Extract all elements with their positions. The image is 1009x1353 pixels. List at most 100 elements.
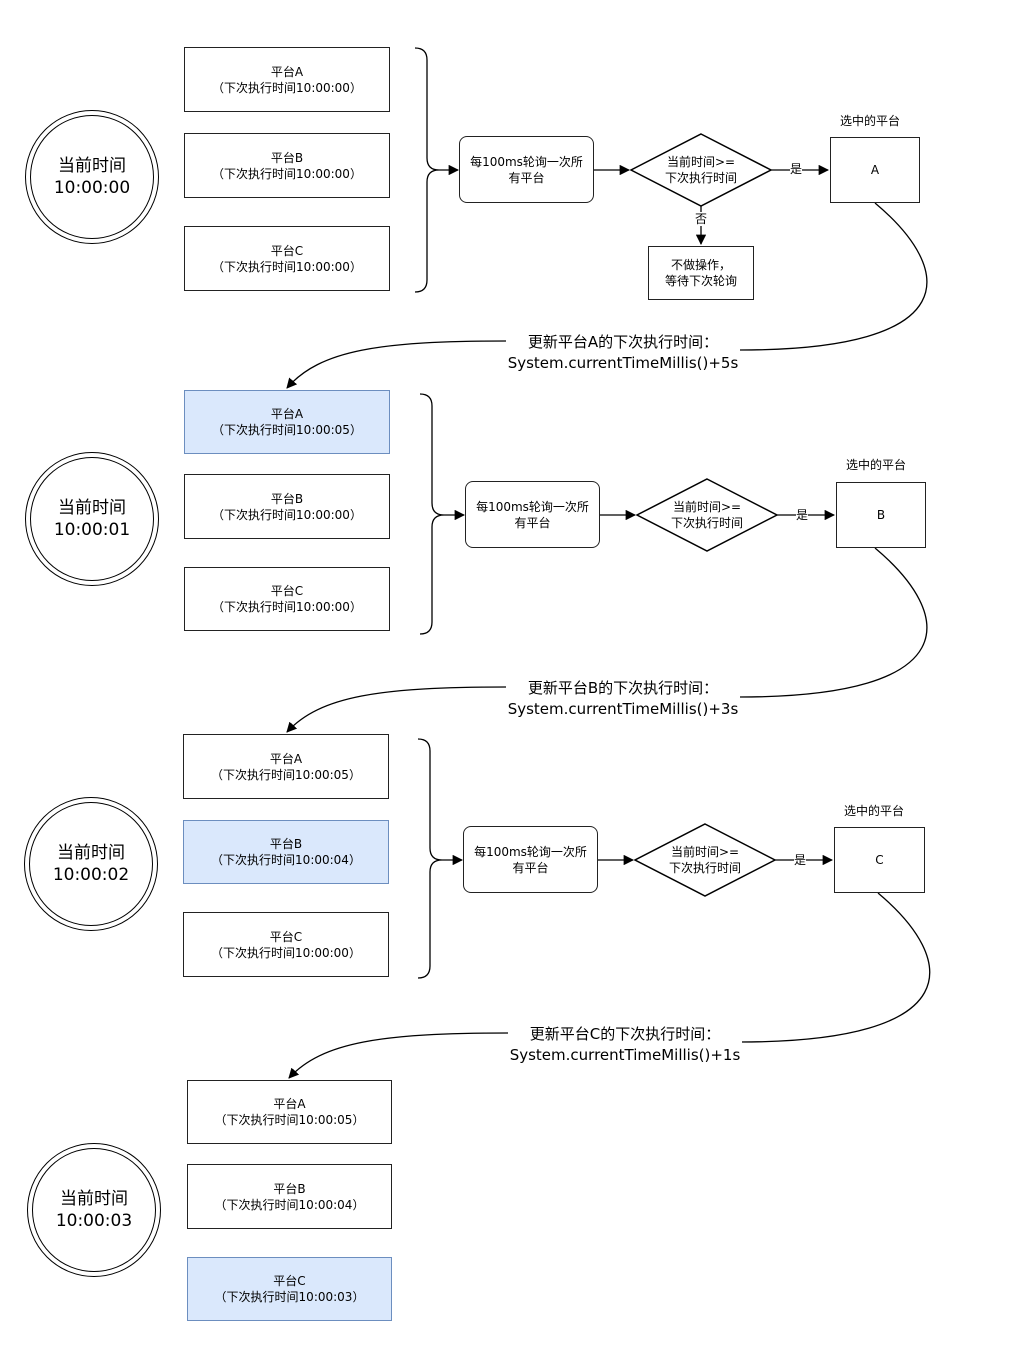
no-label: 否 [695, 212, 708, 226]
platform-name: 平台B [269, 837, 303, 851]
current-time-value: 10:00:03 [55, 1211, 133, 1231]
update-annotation-1: 更新平台A的下次执行时间： System.currentTimeMillis()… [506, 332, 740, 374]
platform-next-time: （下次执行时间10:00:00） [212, 600, 362, 614]
current-time-value: 10:00:00 [53, 178, 131, 198]
selected-platform: C [875, 853, 884, 867]
yes-label: 是 [790, 162, 803, 176]
platform-name: 平台C [273, 1274, 306, 1288]
platform-box-a: 平台A （下次执行时间10:00:05） [183, 734, 389, 799]
platform-next-time: （下次执行时间10:00:04） [211, 853, 361, 867]
current-time-circle-1: 当前时间 10:00:00 [25, 110, 159, 244]
platform-name: 平台B [270, 150, 304, 165]
platform-box-b: 平台B （下次执行时间10:00:00） [184, 474, 390, 539]
platform-box-b: 平台B （下次执行时间10:00:00） [184, 133, 390, 198]
platform-box-a: 平台A （下次执行时间10:00:00） [184, 47, 390, 112]
decision-label: 当前时间>= 下次执行时间 [647, 495, 767, 535]
poll-text-line1: 每100ms轮询一次所 [470, 154, 583, 169]
decision-label: 当前时间>= 下次执行时间 [645, 840, 765, 880]
update-annotation-3: 更新平台C的下次执行时间： System.currentTimeMillis()… [508, 1024, 742, 1066]
current-time-label: 当前时间 [58, 156, 126, 176]
current-time-circle-2: 当前时间 10:00:01 [25, 452, 159, 586]
platform-box-a: 平台A （下次执行时间10:00:05） [184, 390, 390, 454]
update-line1: 更新平台C的下次执行时间： [529, 1025, 721, 1043]
selected-caption: 选中的平台 [840, 114, 901, 128]
update-line1: 更新平台A的下次执行时间： [527, 333, 719, 351]
platform-name: 平台A [270, 64, 304, 79]
platform-next-time: （下次执行时间10:00:05） [211, 767, 361, 782]
platform-box-a: 平台A （下次执行时间10:00:05） [187, 1080, 392, 1144]
platform-box-b: 平台B （下次执行时间10:00:04） [183, 820, 389, 884]
decision-line2: 下次执行时间 [668, 861, 741, 875]
platform-box-b: 平台B （下次执行时间10:00:04） [187, 1164, 392, 1229]
current-time-label: 当前时间 [60, 1189, 128, 1209]
curve-return-2 [286, 686, 507, 733]
selected-caption: 选中的平台 [846, 458, 907, 472]
curve-update-1 [739, 202, 928, 351]
current-time-label: 当前时间 [57, 843, 125, 863]
decision-diamond-2 [635, 478, 779, 552]
decision-line1: 当前时间>= [670, 845, 740, 859]
update-annotation-2: 更新平台B的下次执行时间： System.currentTimeMillis()… [506, 678, 740, 720]
platform-name: 平台C [270, 584, 304, 598]
curve-update-2 [739, 547, 928, 698]
platform-box-c: 平台C （下次执行时间10:00:00） [184, 226, 390, 291]
decision-line1: 当前时间>= [672, 500, 742, 514]
brace-1 [414, 47, 440, 293]
selected-platform-box: A [830, 137, 920, 203]
poll-text-line2: 有平台 [514, 515, 551, 530]
noop-box: 不做操作， 等待下次轮询 [648, 246, 754, 300]
decision-line1: 当前时间>= [666, 155, 736, 169]
update-line1: 更新平台B的下次执行时间： [527, 679, 719, 697]
current-time-label: 当前时间 [58, 498, 126, 518]
brace-3 [417, 738, 443, 979]
platform-name: 平台A [273, 1097, 306, 1111]
selected-platform-box: B [836, 482, 926, 548]
yes-label: 是 [794, 853, 807, 867]
yes-label: 是 [796, 508, 809, 522]
update-line2: System.currentTimeMillis()+5s [507, 354, 739, 372]
selected-platform: B [876, 508, 886, 522]
platform-next-time: （下次执行时间10:00:00） [212, 507, 362, 522]
poll-text-line1: 每100ms轮询一次所 [476, 499, 589, 514]
platform-next-time: （下次执行时间10:00:05） [214, 1113, 365, 1127]
decision-diamond-3 [633, 823, 777, 897]
decision-line2: 下次执行时间 [670, 516, 743, 530]
selected-platform: A [870, 163, 880, 177]
decision-label: 当前时间>= 下次执行时间 [641, 150, 761, 190]
platform-name: 平台A [269, 751, 303, 766]
curve-return-1 [286, 340, 507, 389]
platform-next-time: （下次执行时间10:00:00） [212, 166, 362, 181]
platform-name: 平台B [273, 1181, 306, 1196]
platform-next-time: （下次执行时间10:00:04） [214, 1197, 365, 1212]
brace-2 [419, 393, 445, 635]
current-time-circle-4: 当前时间 10:00:03 [27, 1143, 161, 1277]
poll-box: 每100ms轮询一次所 有平台 [463, 826, 598, 893]
poll-text-line2: 有平台 [508, 170, 545, 185]
poll-box: 每100ms轮询一次所 有平台 [459, 136, 594, 203]
platform-name: 平台A [270, 407, 304, 421]
poll-box: 每100ms轮询一次所 有平台 [465, 481, 600, 548]
platform-next-time: （下次执行时间10:00:00） [212, 259, 362, 274]
platform-name: 平台C [269, 929, 303, 944]
poll-text-line2: 有平台 [512, 860, 549, 875]
decision-line2: 下次执行时间 [664, 171, 737, 185]
noop-line2: 等待下次轮询 [664, 274, 737, 288]
current-time-value: 10:00:01 [53, 520, 131, 540]
platform-box-c: 平台C （下次执行时间10:00:00） [183, 912, 389, 977]
platform-name: 平台B [270, 491, 304, 506]
update-line2: System.currentTimeMillis()+3s [507, 700, 739, 718]
platform-next-time: （下次执行时间10:00:00） [211, 945, 361, 960]
platform-next-time: （下次执行时间10:00:00） [212, 80, 362, 95]
current-time-value: 10:00:02 [52, 865, 130, 885]
poll-text-line1: 每100ms轮询一次所 [474, 844, 587, 859]
update-line2: System.currentTimeMillis()+1s [509, 1046, 741, 1064]
noop-line1: 不做操作， [670, 258, 731, 272]
curve-update-3 [739, 892, 931, 1043]
platform-box-c: 平台C （下次执行时间10:00:00） [184, 567, 390, 631]
curve-return-3 [288, 1032, 509, 1079]
platform-next-time: （下次执行时间10:00:05） [212, 423, 362, 437]
platform-box-c: 平台C （下次执行时间10:00:03） [187, 1257, 392, 1321]
selected-platform-box: C [834, 827, 925, 893]
